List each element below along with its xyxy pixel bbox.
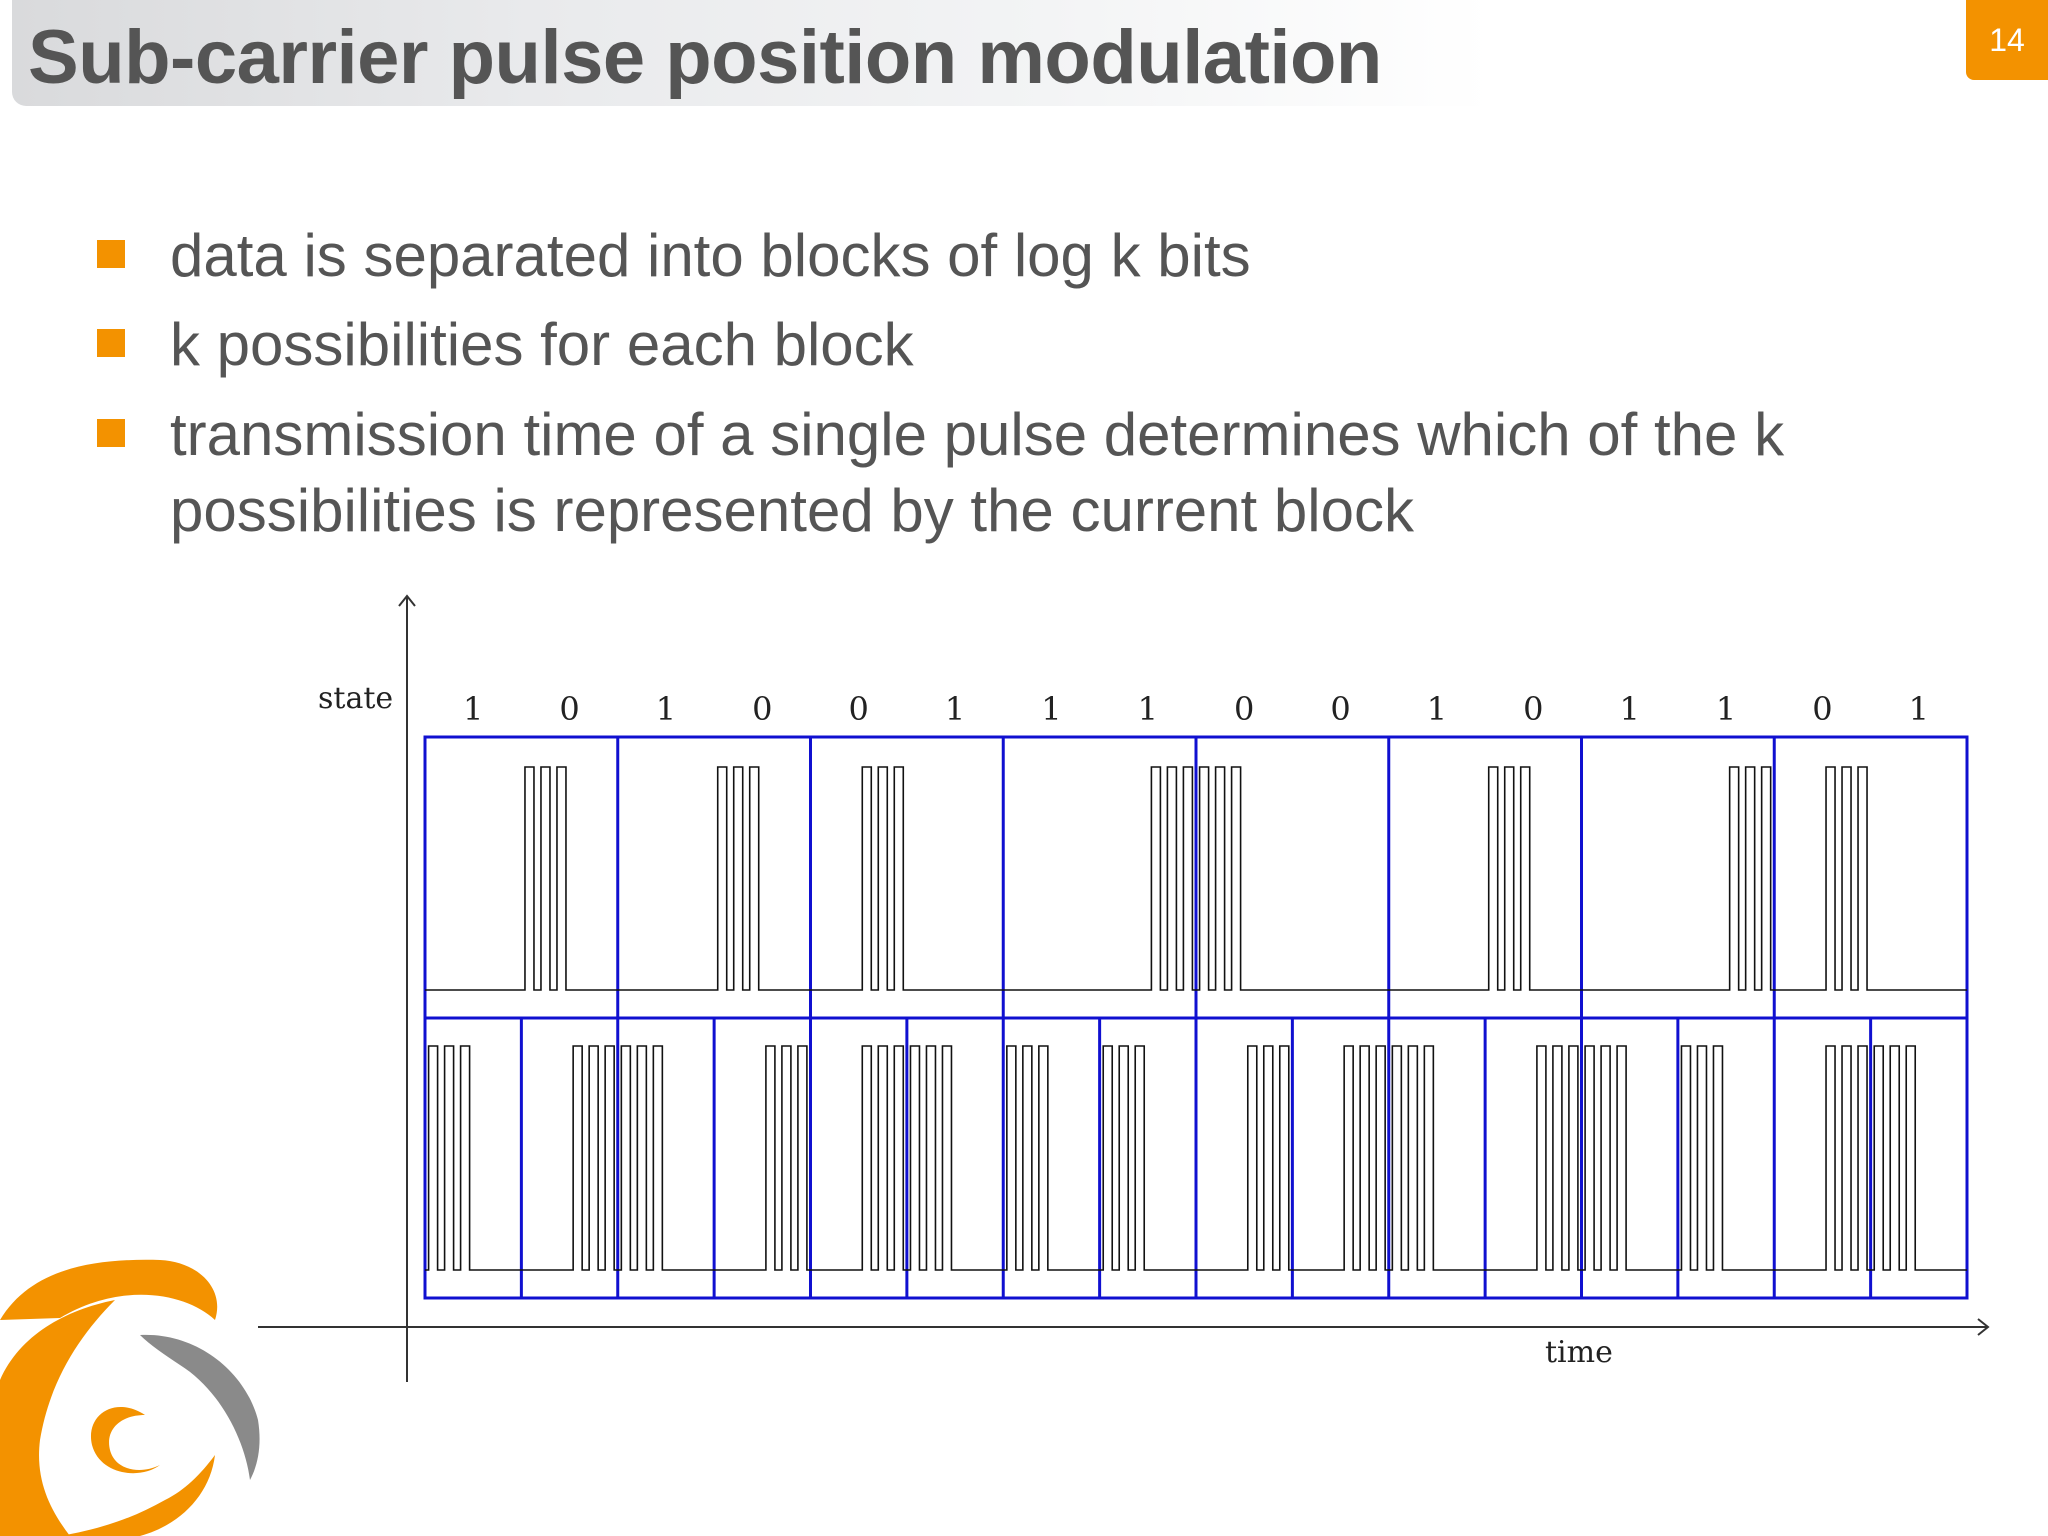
bit-label: 0 <box>849 690 869 728</box>
bit-label: 1 <box>1041 690 1061 728</box>
logo-swirl-bottom <box>60 1455 215 1536</box>
bit-label: 0 <box>1234 690 1254 728</box>
bullet-square-icon <box>97 329 125 357</box>
x-axis-arrow-icon <box>1977 1318 1990 1336</box>
company-logo <box>0 1259 260 1536</box>
block-grid <box>423 735 1969 1300</box>
logo-swirl-top <box>0 1259 218 1320</box>
bullet-text: k possibilities for each block <box>170 311 914 378</box>
bit-signal <box>425 1045 1967 1271</box>
bit-label: 1 <box>656 690 676 728</box>
bit-label: 0 <box>1330 690 1350 728</box>
bit-label: 1 <box>463 690 483 728</box>
bullet-item: k possibilities for each block <box>97 307 1930 383</box>
logo-swirl-left <box>0 1300 115 1536</box>
bit-label: 0 <box>1812 690 1832 728</box>
title-bar <box>12 0 1492 106</box>
logo-swirl-inner <box>90 1406 160 1474</box>
bullet-text: data is separated into blocks of log k b… <box>170 222 1251 289</box>
bit-label: 0 <box>559 690 579 728</box>
page-number: 14 <box>1966 0 2048 80</box>
bit-label: 1 <box>1427 690 1447 728</box>
bullet-square-icon <box>97 419 125 447</box>
y-axis-arrow-icon <box>398 594 416 607</box>
y-axis-label: state <box>318 681 393 716</box>
bit-labels: 1 0 1 0 0 1 1 1 0 0 1 0 1 1 0 1 <box>463 690 1929 728</box>
x-axis-label: time <box>1545 1335 1613 1370</box>
bit-label: 1 <box>1138 690 1158 728</box>
bullet-square-icon <box>97 240 125 268</box>
bit-label: 1 <box>1716 690 1736 728</box>
bullet-item: data is separated into blocks of log k b… <box>97 218 1930 294</box>
bit-label: 0 <box>1523 690 1543 728</box>
bit-label: 1 <box>1620 690 1640 728</box>
pulse-signals <box>425 766 1967 1271</box>
bit-label: 0 <box>752 690 772 728</box>
bullet-text: transmission time of a single pulse dete… <box>170 401 1785 544</box>
bullet-item: transmission time of a single pulse dete… <box>97 397 1930 549</box>
bit-label: 1 <box>945 690 965 728</box>
logo-swirl-gray <box>140 1334 260 1480</box>
axes <box>258 594 1990 1382</box>
bit-label: 1 <box>1909 690 1929 728</box>
ppm-signal <box>425 766 1967 991</box>
page-title: Sub-carrier pulse position modulation <box>28 15 1382 100</box>
